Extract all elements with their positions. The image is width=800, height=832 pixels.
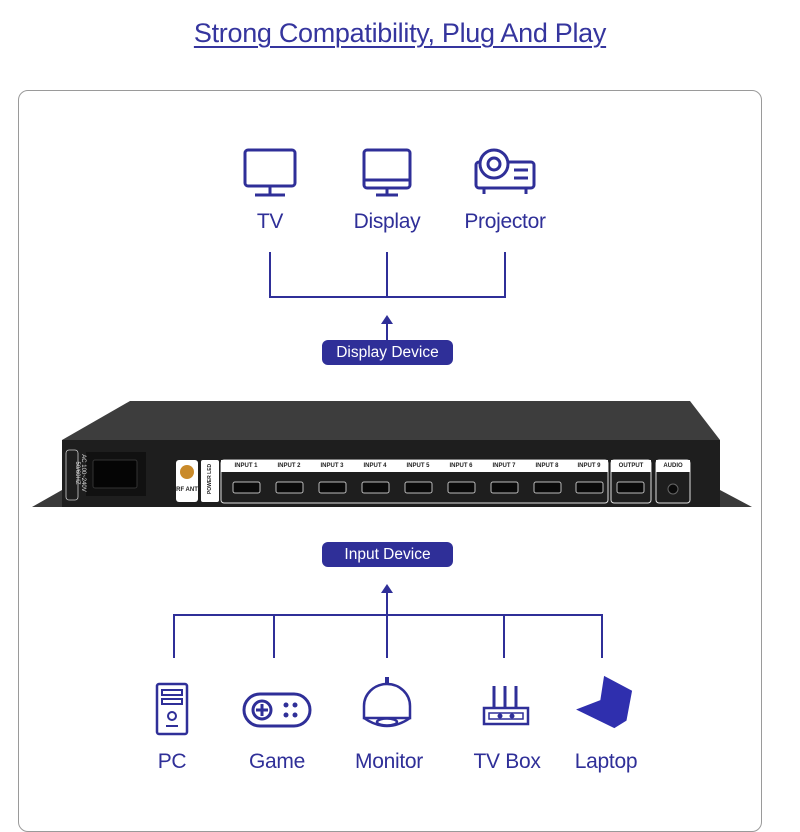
connector-line bbox=[173, 614, 175, 658]
projector-label: Projector bbox=[464, 210, 546, 233]
monitor-display-icon bbox=[362, 148, 412, 197]
display-label: Display bbox=[353, 210, 421, 233]
input-device-badge: Input Device bbox=[322, 542, 453, 567]
rf-ant-label: RF ANT bbox=[176, 487, 198, 493]
tv-box-label: TV Box bbox=[473, 750, 541, 773]
connector-line bbox=[273, 614, 275, 658]
input-1-label: INPUT 1 bbox=[234, 463, 258, 469]
display-device-badge: Display Device bbox=[322, 340, 453, 365]
monitor-label: Monitor bbox=[355, 750, 423, 773]
power-led-label: POWER LED bbox=[207, 463, 213, 495]
connector-line bbox=[269, 252, 271, 298]
power-rating-label: AC 100~240V 50/60HZ bbox=[74, 454, 86, 492]
tv-icon bbox=[243, 148, 297, 197]
hdmi-switch-device bbox=[32, 401, 752, 507]
input-2-label: INPUT 2 bbox=[277, 463, 301, 469]
projector-icon bbox=[474, 148, 536, 194]
input-5-label: INPUT 5 bbox=[406, 463, 430, 469]
gamepad-icon bbox=[242, 692, 312, 728]
security-camera-icon bbox=[362, 677, 412, 728]
connector-line bbox=[386, 252, 388, 298]
connector-line bbox=[269, 296, 506, 298]
router-box-icon bbox=[482, 686, 530, 726]
input-8-label: INPUT 8 bbox=[535, 463, 559, 469]
connector-line bbox=[386, 322, 388, 340]
arrow-up-icon bbox=[381, 315, 393, 324]
connector-line bbox=[503, 614, 505, 658]
connector-line bbox=[386, 592, 388, 658]
page-title: Strong Compatibility, Plug And Play bbox=[193, 18, 607, 48]
laptop-label: Laptop bbox=[574, 750, 638, 773]
connector-line bbox=[504, 252, 506, 298]
connector-line bbox=[601, 614, 603, 658]
tv-label: TV bbox=[256, 210, 284, 233]
input-4-label: INPUT 4 bbox=[363, 463, 387, 469]
input-7-label: INPUT 7 bbox=[492, 463, 516, 469]
game-label: Game bbox=[249, 750, 305, 773]
audio-label: AUDIO bbox=[663, 463, 683, 469]
pc-label: PC bbox=[157, 750, 187, 773]
connector-line bbox=[173, 614, 603, 616]
arrow-up-icon bbox=[381, 584, 393, 593]
pc-tower-icon bbox=[155, 682, 189, 736]
input-3-label: INPUT 3 bbox=[320, 463, 344, 469]
laptop-icon bbox=[576, 675, 633, 729]
output-label: OUTPUT bbox=[618, 463, 644, 469]
input-9-label: INPUT 9 bbox=[577, 463, 601, 469]
input-6-label: INPUT 6 bbox=[449, 463, 473, 469]
